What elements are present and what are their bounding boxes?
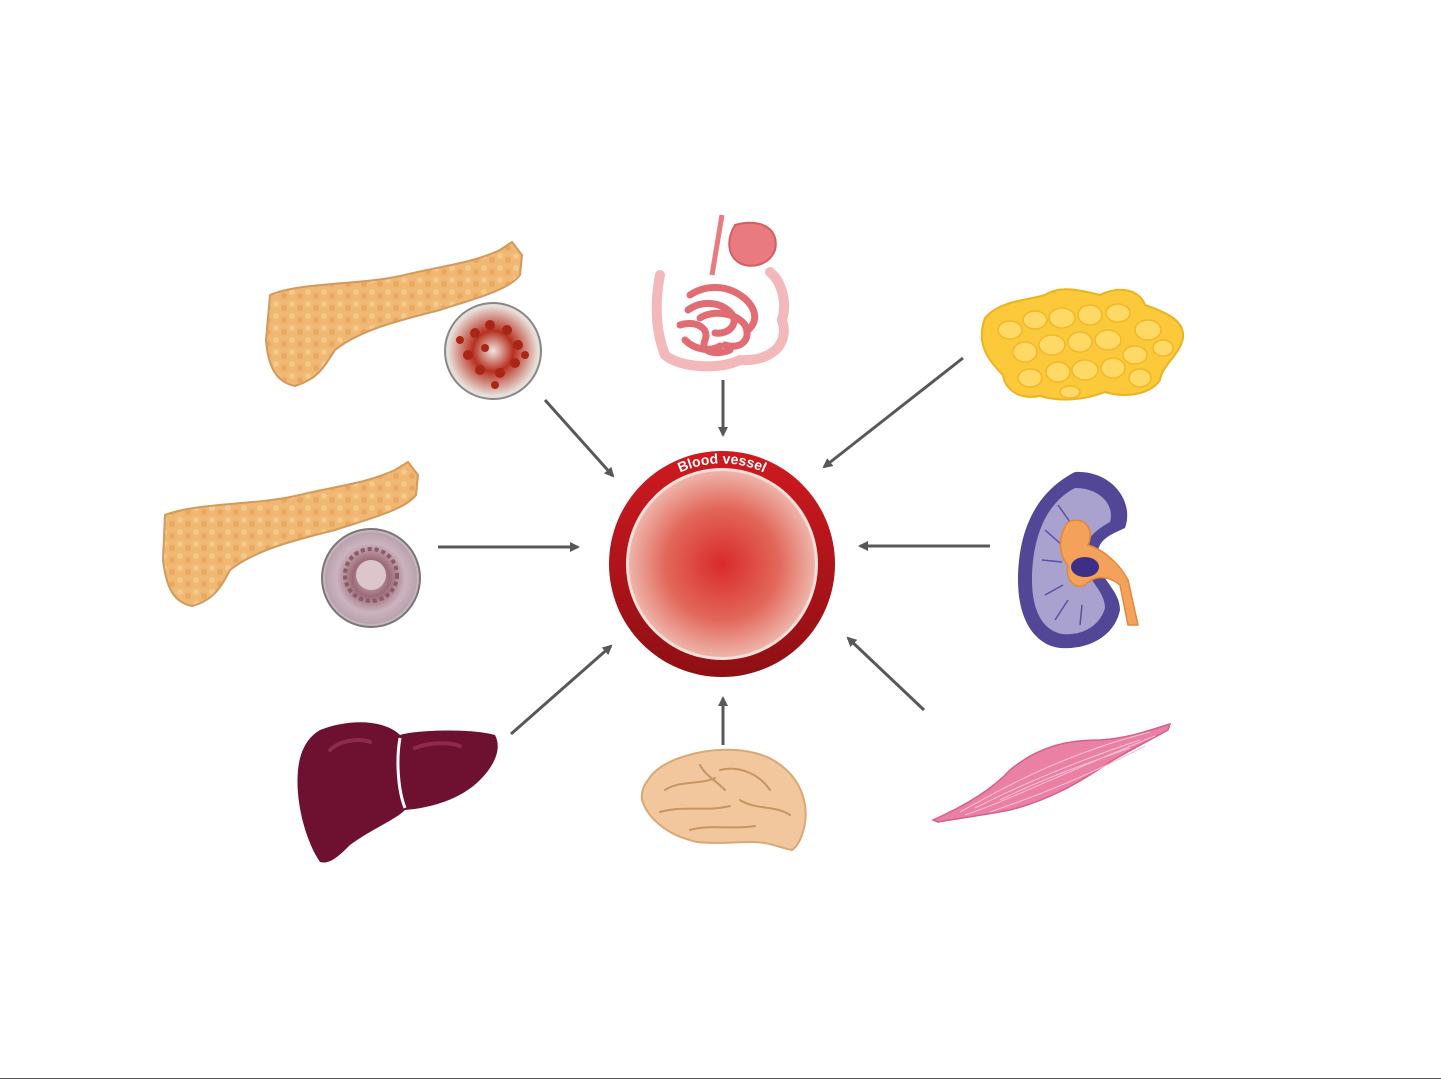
blood-vessel: Blood vessel bbox=[609, 450, 835, 677]
arrow-adipose bbox=[824, 358, 963, 467]
kidney-icon bbox=[1018, 472, 1138, 648]
liver-icon bbox=[297, 722, 497, 862]
bottom-border-line bbox=[0, 1078, 1441, 1079]
pancreas-with-islet-icon bbox=[163, 462, 420, 627]
muscle-icon bbox=[933, 724, 1170, 822]
arrow-pancreas-upper bbox=[545, 400, 613, 476]
brain-icon bbox=[642, 750, 806, 850]
arrow-liver bbox=[511, 646, 611, 734]
blood-vessel-lumen bbox=[629, 471, 815, 657]
gastrointestinal-tract-icon bbox=[657, 215, 784, 366]
arrow-muscle bbox=[848, 638, 924, 710]
pancreas-with-stained-islet-icon bbox=[266, 242, 541, 399]
adipose-tissue-icon bbox=[982, 289, 1183, 399]
